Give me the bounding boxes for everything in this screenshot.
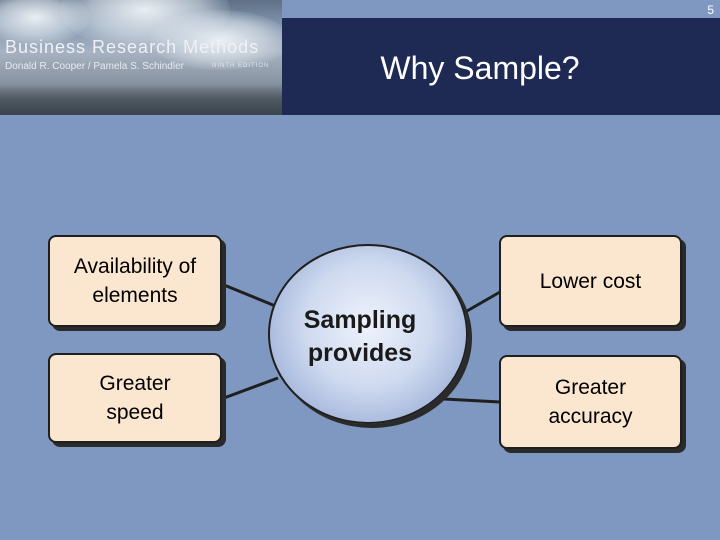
connector-line xyxy=(459,290,501,317)
slide-header: Business Research Methods Donald R. Coop… xyxy=(0,0,720,115)
item-greater-speed: Greater speed xyxy=(48,353,222,443)
item-greater-accuracy: Greater accuracy xyxy=(499,355,682,449)
item-label: Greater accuracy xyxy=(548,376,633,428)
banner-edition: NINTH EDITION xyxy=(212,63,270,69)
title-bar: Why Sample? xyxy=(282,18,720,115)
connector-line xyxy=(443,397,501,404)
item-label: Lower cost xyxy=(539,269,642,293)
slide-title: Why Sample? xyxy=(380,50,580,86)
book-banner-image: Business Research Methods Donald R. Coop… xyxy=(0,0,282,115)
item-label: Greater speed xyxy=(99,372,171,424)
item-label: Availability of elements xyxy=(73,255,197,307)
center-circle xyxy=(268,244,468,424)
page-number: 5 xyxy=(707,3,714,17)
connector-line xyxy=(223,376,279,400)
item-lower-cost: Lower cost xyxy=(499,235,682,327)
center-label: Sampling provides xyxy=(303,306,417,367)
banner-authors: Donald R. Cooper / Pamela S. Schindler xyxy=(5,61,184,72)
item-availability-of-elements: Availability of elements xyxy=(48,235,222,327)
banner-title: Business Research Methods xyxy=(5,37,260,57)
